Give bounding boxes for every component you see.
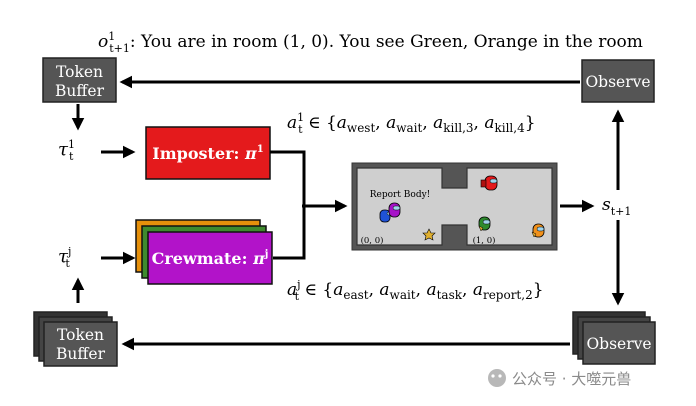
orange-crewmate-icon [531,223,545,238]
connector-crewmate [273,206,306,260]
watermark-text: 公众号 · 大噬元兽 [512,370,631,388]
state-label: st+1 [602,195,631,218]
token-buffer-top-line1: Token [56,63,103,81]
watermark: 公众号 · 大噬元兽 [488,369,631,388]
crewmate-policy-stack: Crewmate: πj [135,219,273,285]
green-crewmate-icon [478,216,491,232]
token-buffer-top-line2: Buffer [55,82,105,100]
dead-body-star-icon [422,228,436,241]
report-body-text: Report Body! [370,190,431,200]
room-left-label: (0, 0) [361,235,384,246]
environment-map: Report Body! (0, 0) (1, 0) [351,162,558,251]
red-crewmate-icon [480,175,498,191]
imposter-policy-box: Imposter: π1 [145,126,271,180]
crewmate-label: Crewmate: πj [152,249,269,268]
observe-box-top: Observe [581,59,655,103]
token-buffer-bottom-line2: Buffer [56,345,106,363]
observe-top-label: Observe [585,73,650,91]
observe-bottom-label: Observe [586,335,651,353]
imposter-label: Imposter: π1 [152,144,263,163]
connector-imposter [270,150,306,206]
observe-box-bottom: Observe [572,311,656,365]
purple-crewmate-icon [388,202,401,218]
room-right-label: (1, 0) [473,235,496,246]
token-buffer-top: Token Buffer [42,57,117,103]
token-buffer-bottom-line1: Token [57,326,104,344]
token-buffer-bottom: Token Buffer [33,311,118,367]
